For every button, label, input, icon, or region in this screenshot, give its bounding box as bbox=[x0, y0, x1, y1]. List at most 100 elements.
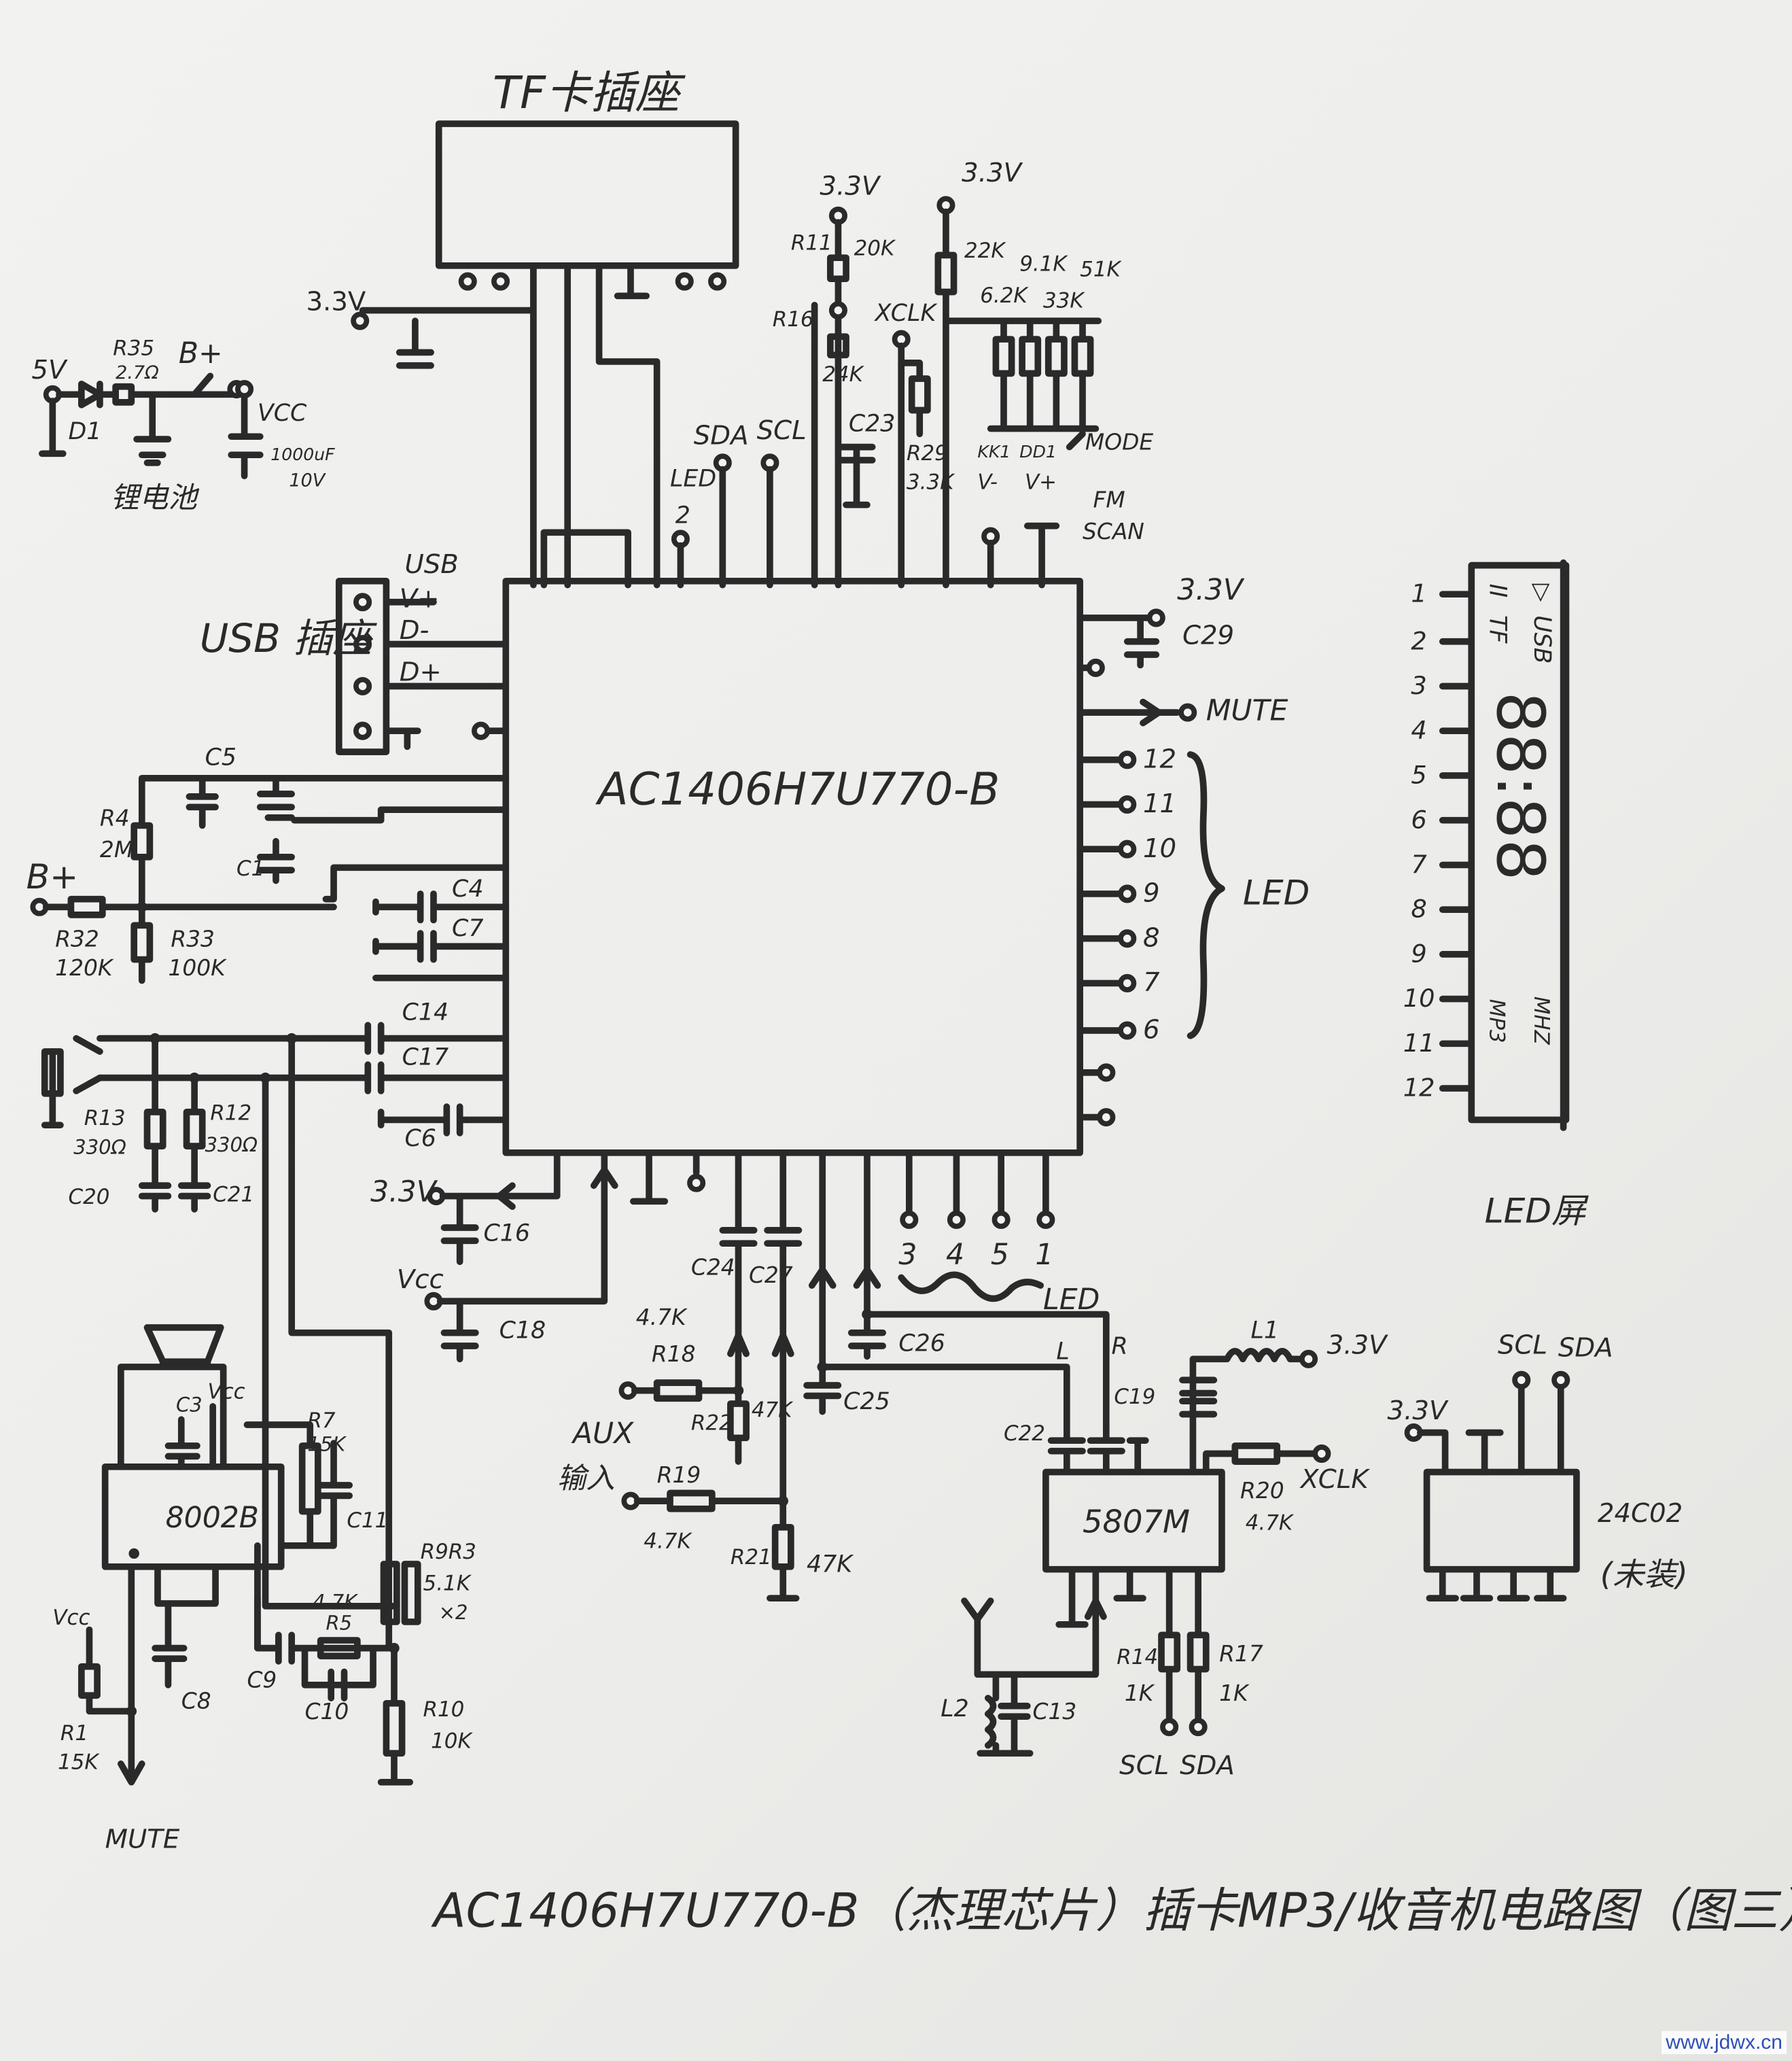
led-panel-pin-2: 2 bbox=[1411, 626, 1426, 655]
r22-label: R22 bbox=[691, 1411, 733, 1436]
eeprom-ic-label: 24C02 bbox=[1598, 1498, 1683, 1529]
r10-value: 10K bbox=[431, 1729, 473, 1754]
c19-label: C19 bbox=[1114, 1385, 1155, 1409]
r33-label: R33 bbox=[171, 925, 215, 952]
r1-label: R1 bbox=[60, 1721, 88, 1746]
sda-top-label: SDA bbox=[694, 421, 749, 451]
led-panel-pin-10: 10 bbox=[1403, 984, 1435, 1013]
top-signals: 3.3V R11 20K R16 24K C23 XCLK R29 3.3K 3… bbox=[670, 158, 1153, 589]
r18-value: 4.7K bbox=[636, 1304, 688, 1330]
c23-label: C23 bbox=[849, 410, 896, 437]
left-section: C5 R4 2M C1 B+ R32 120K R33 100K C4 C7 C… bbox=[27, 744, 618, 1628]
r32-label: R32 bbox=[55, 925, 99, 952]
r16-label: R16 bbox=[773, 307, 814, 332]
c14-label: C14 bbox=[402, 999, 449, 1026]
r21-value: 47K bbox=[807, 1551, 854, 1578]
usb-dplus-label: D+ bbox=[400, 657, 442, 688]
xclk-top-label: XCLK bbox=[874, 300, 938, 327]
c29-label: C29 bbox=[1182, 621, 1234, 651]
fm-r-label: R bbox=[1112, 1333, 1128, 1360]
r33-value: 100K bbox=[168, 954, 227, 981]
tf-v33-label: 3.3V bbox=[306, 287, 366, 317]
key-res-9k1: 9.1K bbox=[1019, 252, 1068, 277]
led-digits: 88:88 bbox=[1482, 691, 1559, 881]
r9r3-count: ×2 bbox=[439, 1601, 468, 1624]
r19-value: 4.7K bbox=[644, 1529, 692, 1554]
c27-label: C27 bbox=[749, 1262, 793, 1288]
led-tf-text: TF bbox=[1483, 615, 1511, 644]
main-ic-label: AC1406H7U770-B bbox=[595, 763, 1000, 815]
battery-label: 锂电池 bbox=[110, 482, 200, 515]
mute-right-label: MUTE bbox=[1206, 695, 1288, 728]
tf-card-slot: TF卡插座 3.3V bbox=[306, 67, 739, 589]
c8-label: C8 bbox=[181, 1688, 211, 1714]
tf-slot-label: TF卡插座 bbox=[493, 67, 686, 119]
r13-value: 330Ω bbox=[73, 1136, 126, 1159]
r5-label: R5 bbox=[326, 1612, 352, 1635]
key-res-22k: 22K bbox=[964, 239, 1006, 263]
r35-label: R35 bbox=[113, 336, 154, 360]
r19-label: R19 bbox=[657, 1461, 701, 1488]
led-mhz-text: MHZ bbox=[1529, 997, 1553, 1045]
r9r3-label: R9R3 bbox=[421, 1540, 476, 1564]
led-panel-pin-5: 5 bbox=[1411, 761, 1426, 790]
cap-1000uf-label: 1000uF bbox=[270, 445, 335, 464]
main-ic: AC1406H7U770-B bbox=[502, 577, 1083, 1156]
c9-label: C9 bbox=[247, 1667, 277, 1693]
amp-mute-label: MUTE bbox=[105, 1824, 180, 1855]
r11-value: 20K bbox=[854, 236, 896, 260]
led-bottom-3: 3 bbox=[898, 1239, 917, 1272]
c7-label: C7 bbox=[452, 915, 483, 942]
r1-value: 15K bbox=[58, 1750, 100, 1775]
top-v33-b: 3.3V bbox=[962, 158, 1023, 188]
c10-label: C10 bbox=[305, 1698, 349, 1725]
c3-label: C3 bbox=[176, 1393, 203, 1417]
fm-l-label: L bbox=[1056, 1338, 1069, 1365]
fm-section: 5807M L R C22 C19 L1 3.3V R20 4.7K XCLK … bbox=[941, 1317, 1388, 1781]
led-display-panel: ▷ USB II TF 88:88 MHZ MP3 1 2 3 4 5 6 7 … bbox=[1403, 559, 1589, 1230]
key-res-33k: 33K bbox=[1043, 289, 1085, 313]
left-vcc-label: Vcc bbox=[397, 1264, 444, 1295]
c20-label: C20 bbox=[69, 1185, 110, 1209]
amp-vcc2-label: Vcc bbox=[52, 1606, 90, 1630]
usb-dminus-label: D- bbox=[400, 615, 429, 646]
amp-section: 8002B C3 Vcc R7 15K C11 C8 C9 R5 4.7K C1… bbox=[52, 1324, 476, 1855]
eeprom-section: 24C02 (未装) 3.3V SCL SDA bbox=[1388, 1330, 1688, 1602]
cap-10v-label: 10V bbox=[289, 470, 326, 491]
r21-label: R21 bbox=[731, 1545, 772, 1570]
r32-value: 120K bbox=[55, 954, 114, 981]
led-play-symbol: ▷ bbox=[1528, 584, 1556, 602]
fm-xclk-label: XCLK bbox=[1299, 1464, 1370, 1495]
led-usb-text: USB bbox=[1528, 615, 1556, 663]
r10-label: R10 bbox=[423, 1697, 465, 1722]
diagram-title: AC1406H7U770-B（杰理芯片）插卡MP3/收音机电路图（图三） bbox=[431, 1883, 1792, 1938]
eeprom-v33-label: 3.3V bbox=[1388, 1396, 1449, 1426]
key-vplus: V+ bbox=[1025, 470, 1057, 494]
led-panel-pin-7: 7 bbox=[1411, 850, 1427, 879]
c4-label: C4 bbox=[452, 876, 483, 903]
led-panel-pin-12: 12 bbox=[1403, 1073, 1435, 1103]
r16-value: 24K bbox=[822, 362, 864, 387]
eeprom-note: (未装) bbox=[1600, 1556, 1688, 1593]
r13-label: R13 bbox=[84, 1106, 126, 1130]
led-panel-label: LED屏 bbox=[1485, 1190, 1589, 1230]
r7-label: R7 bbox=[307, 1408, 335, 1433]
led-panel-pin-4: 4 bbox=[1411, 716, 1426, 745]
led-panel-pin-1: 1 bbox=[1411, 579, 1426, 608]
usb-socket: USB V+ D- D+ USB 插座 bbox=[200, 549, 510, 755]
led-pause-symbol: II bbox=[1483, 584, 1511, 598]
led-pin-9: 9 bbox=[1143, 878, 1160, 909]
aux-label: AUX bbox=[571, 1417, 634, 1451]
fm-sda-label: SDA bbox=[1180, 1750, 1235, 1781]
key-vminus: V- bbox=[977, 470, 998, 494]
power-section: 5V D1 R35 2.7Ω B+ 锂电池 VCC 1000uF 10V bbox=[31, 336, 335, 515]
fm-v33-label: 3.3V bbox=[1327, 1330, 1388, 1361]
r5-value: 4.7K bbox=[313, 1591, 358, 1614]
watermark: www.jdwx.cn bbox=[1662, 2031, 1787, 2054]
r4-value: 2M bbox=[100, 836, 133, 863]
key-kk1: KK1 bbox=[977, 442, 1011, 462]
led-pin-10: 10 bbox=[1143, 833, 1176, 864]
top-v33-a: 3.3V bbox=[820, 171, 881, 201]
key-dd1: DD1 bbox=[1019, 442, 1057, 462]
r14-value: 1K bbox=[1125, 1680, 1155, 1706]
